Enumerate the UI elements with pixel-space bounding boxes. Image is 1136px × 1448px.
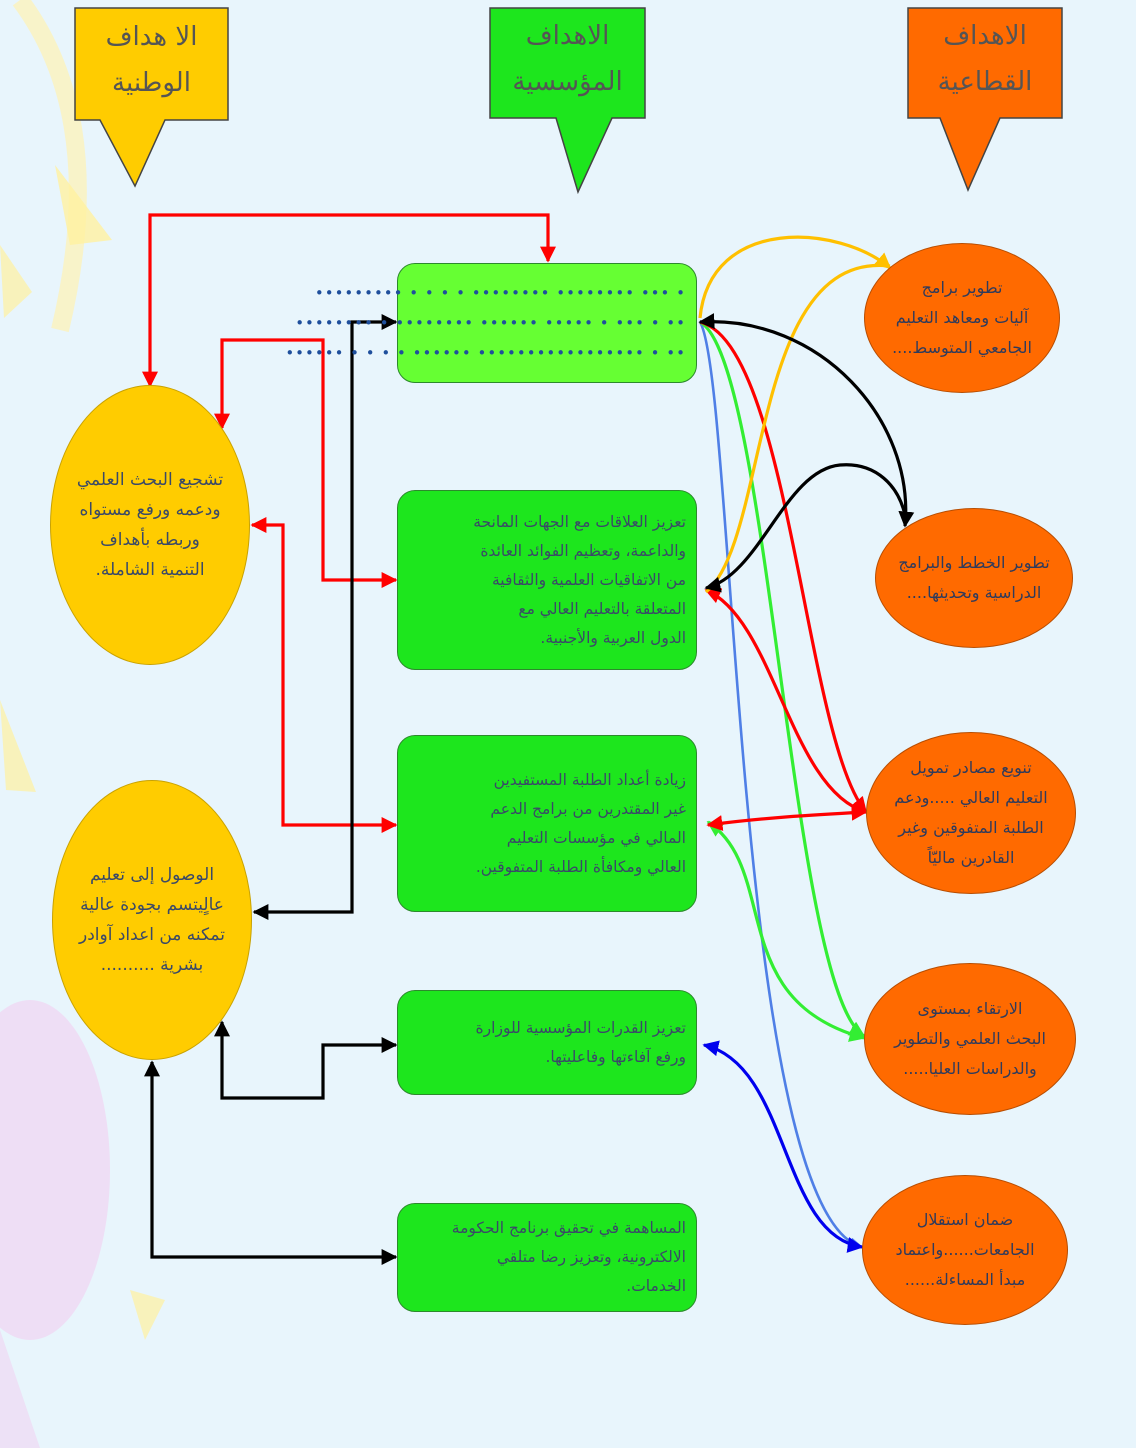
heading-line: المؤسسية [512,67,623,97]
goal-text-line: العالي ومكافأة الطلبة المتفوقين. [475,857,686,876]
goal-text-line: زيادة أعداد الطلبة المستفيدين [493,770,686,789]
goal-text-line: المالي في مؤسسات التعليم [506,828,686,847]
sectoral-goal-funding: تنويع مصادر تمويل التعليم العالي .....ود… [866,732,1076,894]
blue-curve [702,1040,864,1253]
yellow-curve [704,264,891,594]
red-curve [704,588,867,814]
decorative-balloon [0,1000,110,1340]
heading-line: الاهداف [943,21,1027,51]
institutional-goal-e-government: المساهمة في تحقيق برنامج الحكومة الالكتر… [397,1203,697,1312]
goal-text-line: تعزيز العلاقات مع الجهات المانحة [473,512,686,531]
goal-text-line: ورفع آفاءتها وفاعليتها. [545,1047,686,1066]
decorative-triangle [130,1290,165,1340]
goal-text-line: •• • ••• • ••••• •••••• •••••••• • •••••… [295,314,686,332]
institutional-goal-donor-relations: تعزيز العلاقات مع الجهات المانحة والداعم… [397,490,697,670]
yellow-curve [698,235,892,319]
institutional-goals-callout [489,7,646,195]
goal-text-line: الدول العربية والأجنبية. [540,628,686,647]
goal-text-line: التعليم العالي .....ودعم [894,788,1048,807]
goal-text-line: تنويع مصادر تمويل [910,758,1032,777]
black-curve [698,313,915,528]
sectoral-goal-curricula: تطوير الخطط والبرامج الدراسية وتحديثها..… [875,508,1073,648]
goal-text-line: الوصول إلى تعليم [89,865,215,885]
goal-text-line: • ••• •••••••• •••••••• • • • • ••••••••… [314,284,686,302]
light-blue-curve [698,321,864,1251]
decorative-triangle [0,1330,40,1448]
goal-text-line: المتعلقة بالتعليم العالي مع [518,599,686,618]
heading-line: الاهداف [525,21,610,51]
goal-text-line: الجامعات......واعتماد [895,1240,1035,1259]
institutional-goal-student-support: زيادة أعداد الطلبة المستفيدين غير المقتد… [397,735,697,912]
goal-text-line: غير المقتدرين من برامج الدعم [490,799,686,818]
red-curve [706,804,868,832]
sectoral-goals-callout [907,7,1063,192]
green-curve [699,320,866,1038]
black-connector [252,314,398,920]
goal-text-line: •• • ••••••••••••••••• •••••• • • • • ••… [285,344,686,362]
sectoral-goal-university-autonomy: ضمان استقلال الجامعات......واعتماد مبدأ … [862,1175,1068,1325]
goal-text-line: تمكنه من اعداد آوادر [79,925,225,945]
decorative-triangle [0,245,32,318]
decorative-triangle [55,165,112,245]
institutional-goal-redacted: • ••• •••••••• •••••••• • • • • ••••••••… [285,263,697,383]
goal-text-line: الالكترونية، وتعزيز رضا متلقي [496,1248,686,1266]
goal-text-line: مبدأ المساءلة...... [904,1270,1026,1289]
goal-text-line: آليات ومعاهد التعليم [895,308,1029,327]
black-connector [214,1020,398,1100]
sectoral-goal-research-graduate: الارتقاء بمستوى البحث العلمي والتطوير وا… [864,963,1076,1115]
institutional-goal-ministry-capacity: تعزيز القدرات المؤسسية للوزارة ورفع آفاء… [397,990,697,1095]
institutional-goals-heading: الاهداف المؤسسية [490,13,645,105]
heading-line: القطاعية [937,67,1033,97]
goal-text-line: ضمان استقلال [916,1210,1014,1229]
decorative-arc [12,0,87,333]
green-curve [706,820,866,1042]
goal-text-line: من الاتفاقيات العلمية والثقافية [491,570,686,589]
goal-text-line: وربطه بأهداف [100,530,200,550]
national-goal-quality-education: الوصول إلى تعليم عالٍيتسم بجودة عالية تم… [52,780,252,1060]
national-goal-research: تشجيع البحث العلمي ودعمه ورفع مستواه ورب… [50,385,250,665]
heading-line: الوطنية [112,68,191,98]
black-curve [704,463,908,593]
goal-text-line: تطوير برامج [921,278,1003,297]
national-goals-callout [74,7,229,188]
goal-text-line: والداعمة، وتعظيم الفوائد العائدة [480,541,686,560]
goal-text-line: تشجيع البحث العلمي [76,470,224,490]
goal-text-line: المساهمة في تحقيق برنامج الحكومة [451,1219,686,1237]
sectoral-goal-community-colleges: تطوير برامج آليات ومعاهد التعليم الجامعي… [864,243,1060,393]
goal-text-line: الجامعي المتوسط.... [892,338,1032,357]
goal-text-line: تعزيز القدرات المؤسسية للوزارة [475,1018,686,1037]
goal-text-line: بشرية .......... [100,955,204,975]
goal-text-line: الارتقاء بمستوى [917,999,1023,1018]
black-connector [144,1060,398,1265]
sectoral-goals-heading: الاهداف القطاعية [908,13,1062,105]
goal-text-line: تطوير الخطط والبرامج [898,553,1050,572]
goal-text-line: الطلبة المتفوقين وغير [898,818,1044,837]
goal-text-line: البحث العلمي والتطوير [894,1029,1046,1048]
goal-text-line: والدراسات العليا..... [903,1059,1037,1078]
heading-line: الا هداف [105,22,198,52]
decorative-triangle [0,700,36,792]
red-connector [142,213,556,388]
goal-text-line: الخدمات. [626,1277,686,1295]
header-callouts [74,7,1063,195]
goal-text-line: عالٍيتسم بجودة عالية [80,895,224,915]
goal-text-line: ودعمه ورفع مستواه [79,500,221,520]
goal-text-line: القادرين ماليّاً [927,848,1015,867]
goal-text-line: التنمية الشاملة. [95,560,205,580]
goal-text-line: الدراسية وتحديثها.... [906,583,1042,602]
national-goals-heading: الا هداف الوطنية [75,14,228,106]
